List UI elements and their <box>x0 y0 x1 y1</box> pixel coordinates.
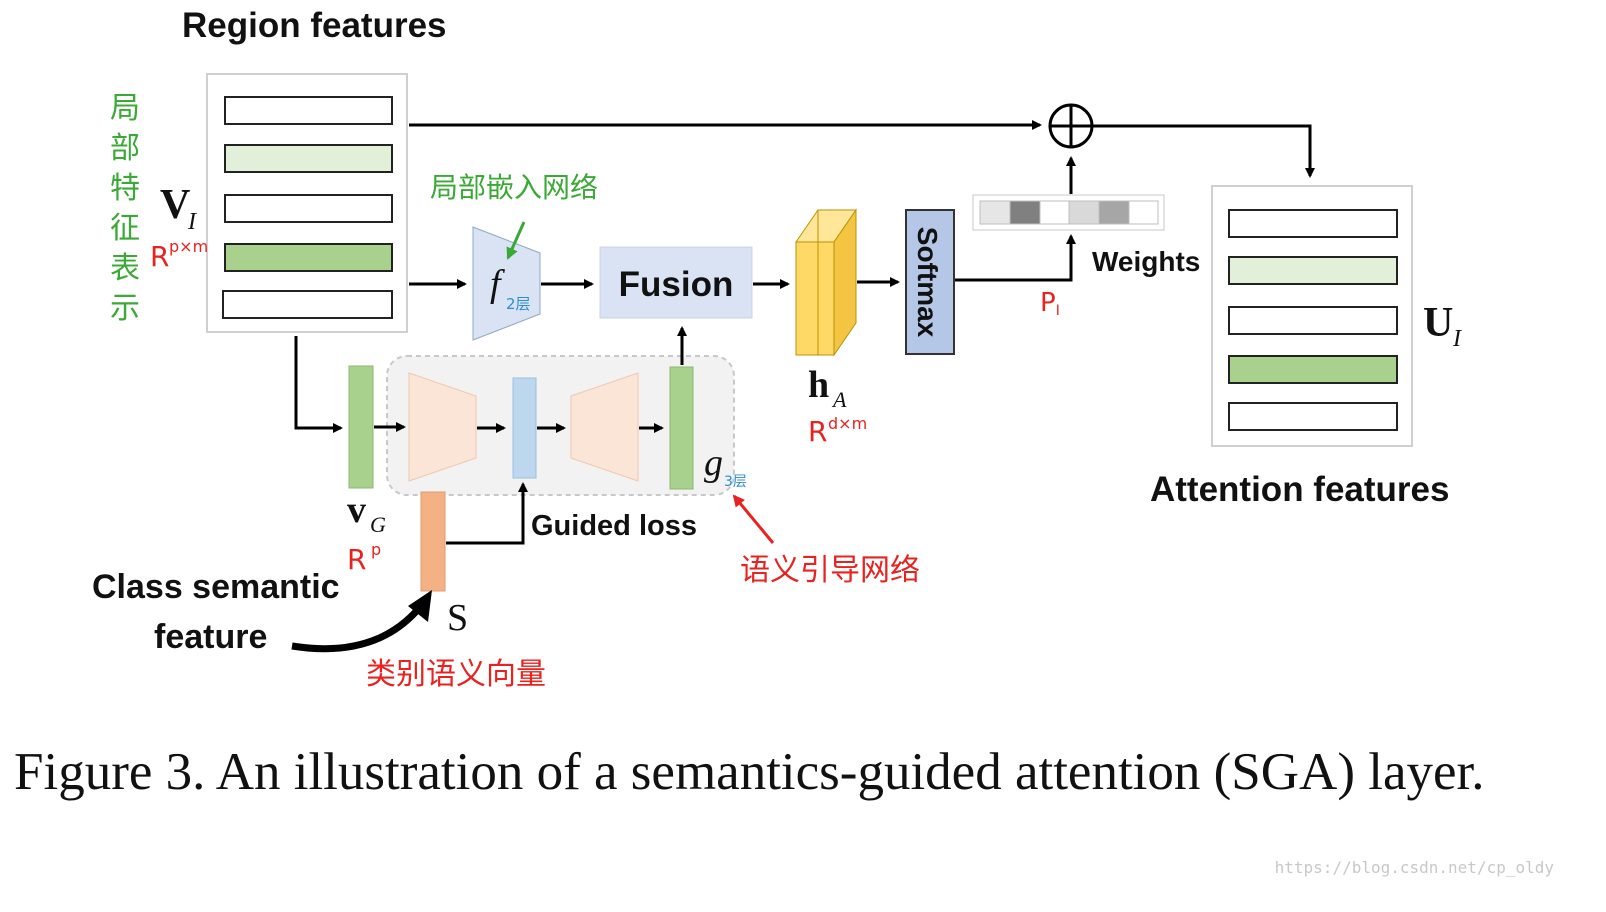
region-row <box>224 243 393 272</box>
attention-row <box>1228 402 1398 431</box>
v-g-label: v G R p <box>347 489 386 576</box>
vertical-char: 示 <box>110 291 140 326</box>
class-semantic-label-line2: feature <box>154 618 267 656</box>
weight-cell <box>1068 200 1100 225</box>
svg-text:R: R <box>150 240 169 273</box>
svg-text:3层: 3层 <box>724 474 747 490</box>
v-g-bar <box>348 365 374 489</box>
svg-text:Softmax: Softmax <box>912 227 943 338</box>
svg-text:V: V <box>160 182 190 228</box>
g-output-bar <box>669 366 694 490</box>
region-row <box>224 194 393 223</box>
p-i-label: PI <box>1040 288 1060 319</box>
softmax-to-weights-arrow <box>955 234 1076 282</box>
local-embed-network-label: 局部嵌入网络 <box>430 171 598 204</box>
class-semantic-arrowhead <box>408 590 432 622</box>
v-i-label: V I R p×m <box>150 182 208 273</box>
region-features-title: Region features <box>182 6 447 45</box>
region-to-vg-arrow <box>294 336 343 433</box>
vertical-char: 表 <box>110 251 140 286</box>
class-semantic-label-line1: Class semantic <box>92 568 340 606</box>
vertical-char: 局 <box>110 91 140 126</box>
svg-text:G: G <box>370 512 386 537</box>
svg-text:R: R <box>347 543 366 576</box>
encoder-trapezoid <box>408 372 477 482</box>
s-label: S <box>447 597 468 639</box>
attention-row <box>1228 256 1398 285</box>
u-i-label: U I <box>1423 300 1462 352</box>
region-features-box <box>206 73 408 333</box>
watermark: https://blog.csdn.net/cp_oldy <box>1274 858 1554 877</box>
guided-loss-arrow <box>446 482 528 545</box>
s-bar <box>420 491 446 592</box>
vertical-char: 征 <box>110 211 140 246</box>
svg-text:A: A <box>831 387 847 412</box>
local-embed-pointer <box>506 221 526 260</box>
class-semantic-curve-arrow <box>291 599 427 653</box>
weight-cell <box>979 200 1011 225</box>
decoder-trapezoid <box>570 372 639 482</box>
weight-cell <box>1009 200 1041 225</box>
region-row <box>224 96 393 125</box>
semantic-guide-pointer <box>732 494 775 544</box>
attention-features-box <box>1211 185 1413 447</box>
svg-text:I: I <box>187 209 197 235</box>
plus-node <box>1048 103 1094 149</box>
f-embedding-network: f 2层 <box>472 226 541 341</box>
svg-text:U: U <box>1423 300 1453 346</box>
svg-text:v: v <box>347 489 366 531</box>
attention-row <box>1228 355 1398 384</box>
svg-text:g: g <box>704 442 723 484</box>
svg-text:2层: 2层 <box>506 295 531 313</box>
weights-bar <box>972 194 1165 231</box>
softmax-box: Softmax <box>905 209 955 355</box>
vertical-char: 部 <box>110 131 140 166</box>
semantic-guide-network-label: 语义引导网络 <box>740 553 920 588</box>
code-bar <box>512 377 537 479</box>
output-arrow <box>1093 124 1315 178</box>
h-a-label: h A R d×m <box>808 364 867 448</box>
local-feature-vertical-label: 局 部 特 征 表 示 <box>110 91 140 326</box>
guided-loss-label: Guided loss <box>531 510 697 542</box>
class-semantic-vector-label: 类别语义向量 <box>366 657 546 692</box>
svg-text:d×m: d×m <box>828 414 867 433</box>
region-row <box>224 144 393 173</box>
attention-row <box>1228 306 1398 335</box>
svg-text:Fusion: Fusion <box>619 265 734 304</box>
attention-row <box>1228 209 1398 238</box>
g-label: g 3层 <box>704 442 747 490</box>
weight-cell <box>1039 200 1070 225</box>
svg-text:h: h <box>808 364 829 406</box>
svg-text:R: R <box>808 415 827 448</box>
vertical-char: 特 <box>110 171 140 206</box>
attention-features-title: Attention features <box>1150 470 1449 509</box>
figure-caption: Figure 3. An illustration of a semantics… <box>14 743 1485 801</box>
fusion-box: Fusion <box>599 246 753 319</box>
weight-cell <box>1128 200 1159 225</box>
region-row <box>222 290 393 319</box>
weights-label: Weights <box>1092 246 1200 277</box>
weight-cell <box>1098 200 1130 225</box>
h-a-block <box>795 208 857 357</box>
svg-text:I: I <box>1452 326 1462 352</box>
svg-text:p: p <box>371 540 381 559</box>
svg-text:p×m: p×m <box>169 237 208 256</box>
